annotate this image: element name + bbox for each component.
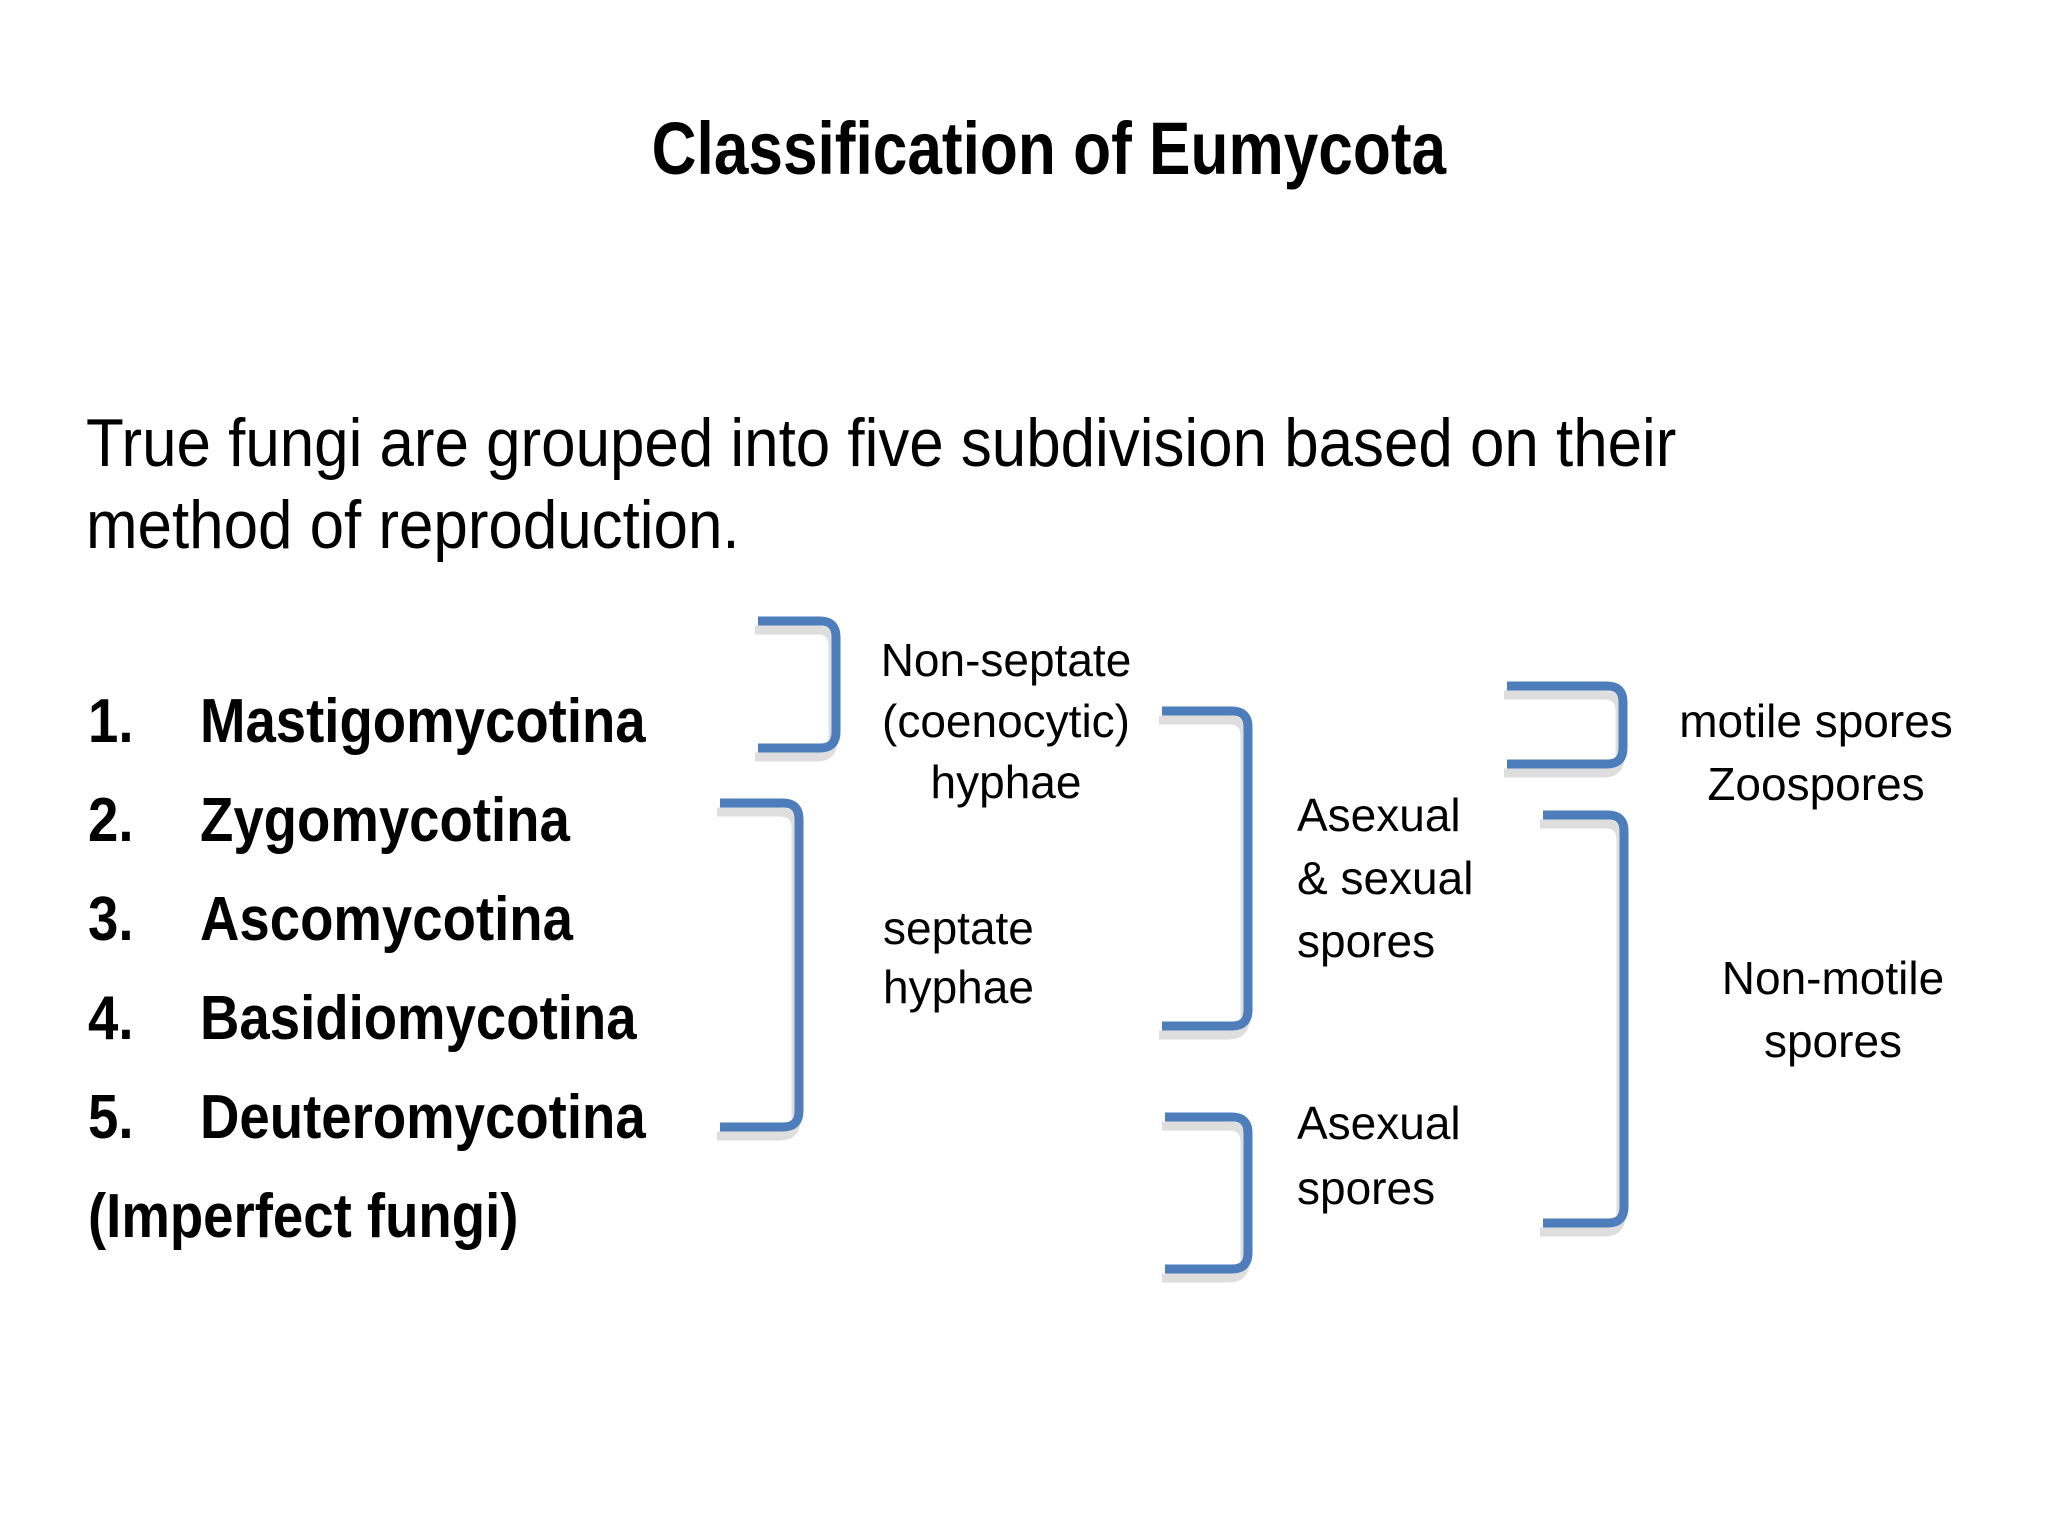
list-item-label: Mastigomycotina — [200, 687, 646, 756]
label-asexual-sexual-spores: Asexual & sexual spores — [1297, 784, 1473, 973]
label-line: spores — [1297, 1162, 1436, 1214]
list-item-number: 3. — [88, 885, 134, 954]
label-nonmotile-spores: Non-motile spores — [1633, 947, 2033, 1073]
label-line: & sexual — [1297, 852, 1474, 904]
list-item-label: Basidiomycotina — [200, 984, 637, 1053]
intro-line-1: True fungi are grouped into five subdivi… — [86, 405, 1677, 481]
list-item-number: 1. — [88, 687, 134, 756]
list-item-number: 5. — [88, 1083, 134, 1152]
label-septate-hyphae: septate hyphae — [883, 899, 1034, 1017]
label-line: septate — [883, 902, 1034, 954]
list-item-number: 2. — [88, 786, 134, 855]
slide-title-text: Classification of Eumycota — [651, 107, 1447, 190]
intro-paragraph: True fungi are grouped into five subdivi… — [86, 402, 1834, 566]
list-item-number: 4. — [88, 984, 134, 1053]
intro-line-2: method of reproduction. — [86, 487, 740, 563]
slide-title: Classification of Eumycota — [0, 112, 2048, 186]
label-motile-spores: motile spores Zoospores — [1616, 690, 2016, 816]
label-line: hyphae — [883, 961, 1034, 1013]
label-line: motile spores — [1679, 695, 1953, 747]
label-asexual-spores: Asexual spores — [1297, 1091, 1461, 1221]
label-line: Asexual — [1297, 1097, 1461, 1149]
label-line: spores — [1297, 915, 1436, 967]
list-item: 5. Deuteromycotina — [88, 1087, 706, 1149]
label-line: spores — [1763, 1015, 1903, 1067]
bracket-nonmotile-group — [1543, 815, 1624, 1223]
label-line: Zoospores — [1707, 758, 1925, 810]
bracket-motile-group — [1507, 686, 1623, 764]
list-note-label: (Imperfect fungi) — [88, 1182, 519, 1251]
label-line: (coenocytic) — [882, 695, 1130, 747]
label-line: hyphae — [930, 756, 1082, 808]
list-item-label: Deuteromycotina — [200, 1083, 646, 1152]
label-line: Asexual — [1297, 789, 1461, 841]
label-nonseptate-hyphae: Non-septate (coenocytic) hyphae — [806, 630, 1206, 813]
list-note: (Imperfect fungi) — [88, 1186, 577, 1248]
list-item: 4. Basidiomycotina — [88, 988, 696, 1050]
label-line: Non-motile — [1721, 952, 1945, 1004]
list-item-label: Ascomycotina — [200, 885, 573, 954]
bracket-asexual-group — [1165, 1117, 1248, 1269]
bracket-items2-5 — [720, 803, 799, 1127]
list-item-label: Zygomycotina — [200, 786, 570, 855]
list-item: 1. Mastigomycotina — [88, 691, 706, 753]
list-item: 2. Zygomycotina — [88, 790, 620, 852]
list-item: 3. Ascomycotina — [88, 889, 624, 951]
label-line: Non-septate — [880, 634, 1132, 686]
